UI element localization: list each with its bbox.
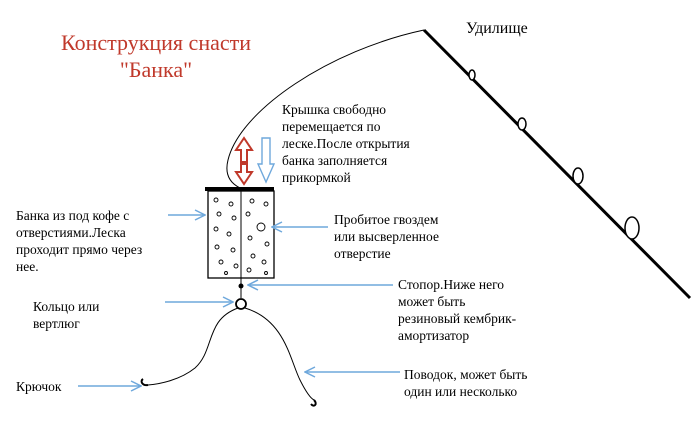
- can-holes: [213, 197, 270, 275]
- rod-ring-1: [468, 69, 476, 81]
- label-can: Банка из под кофе с отверстиями.Леска пр…: [16, 208, 143, 274]
- label-ring: Кольцо или вертлюг: [33, 299, 100, 331]
- swivel-ring: [235, 298, 247, 310]
- label-stopper: Стопор.Ниже него может быть резиновый ке…: [398, 277, 517, 343]
- diagram-title-line2: "Банка": [119, 57, 193, 82]
- label-hole: Пробитое гвоздем или высверленное отверс…: [334, 212, 439, 261]
- label-leader: Поводок, может быть один или несколько: [404, 367, 528, 399]
- hook-right: [310, 399, 317, 407]
- diagram-title-line1: Конструкция снасти: [60, 30, 252, 55]
- lid-movement-double-arrow: [234, 136, 254, 186]
- label-lid: Крышка свободно перемещается по леске.По…: [282, 102, 410, 185]
- fishing-rod: [422, 28, 692, 300]
- stopper: [238, 283, 244, 289]
- lid-pointer-arrow: [256, 137, 276, 184]
- label-hook: Крючок: [16, 379, 62, 394]
- leader-right: [244, 307, 315, 401]
- rod-ring-2: [517, 117, 527, 131]
- hook-left: [140, 378, 149, 387]
- label-rod: Удилище: [466, 20, 528, 37]
- leader-left: [147, 307, 239, 386]
- fishing-line: [226, 29, 425, 189]
- can-lid: [205, 187, 274, 191]
- rod-ring-4: [624, 216, 640, 240]
- rod-ring-3: [572, 167, 584, 185]
